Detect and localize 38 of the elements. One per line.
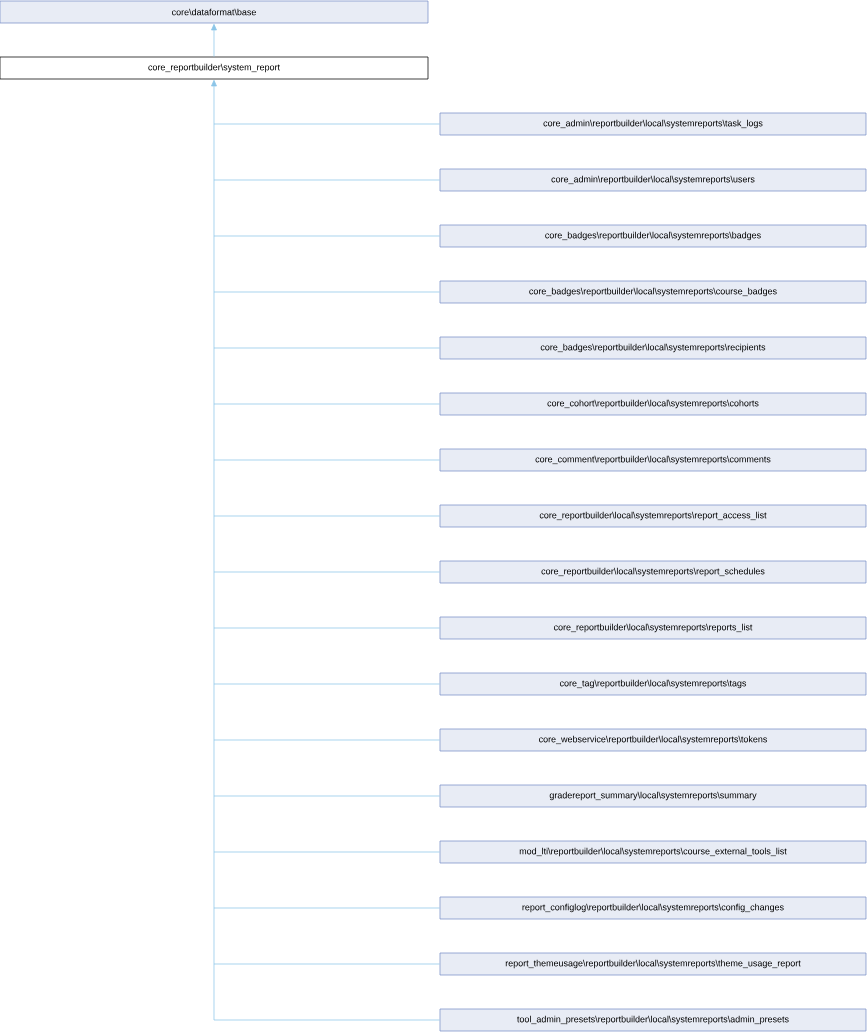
connector-line — [213, 515, 440, 517]
class-box: tool_admin_presets\reportbuilder\local\systemreports\admin_presets — [439, 1008, 867, 1032]
connector-line — [213, 795, 440, 797]
connector-line — [213, 627, 440, 629]
connector-line — [213, 291, 440, 293]
class-box: core_badges\reportbuilder\local\systemreports\badges — [439, 224, 867, 248]
class-box: core_admin\reportbuilder\local\systemreports\users — [439, 168, 867, 192]
class-box: report_themeusage\reportbuilder\local\systemreports\theme_usage_report — [439, 952, 867, 976]
class-box: report_configlog\reportbuilder\local\systemreports\config_changes — [439, 896, 867, 920]
connector-line — [213, 347, 440, 349]
class-box: core_reportbuilder\local\systemreports\report_access_list — [439, 504, 867, 528]
connector-line — [213, 235, 440, 237]
class-box: core_comment\reportbuilder\local\systemreports\comments — [439, 448, 867, 472]
connector-line — [213, 907, 440, 909]
connector-line — [213, 179, 440, 181]
class-box: core_webservice\reportbuilder\local\systemreports\tokens — [439, 728, 867, 752]
class-box: core_cohort\reportbuilder\local\systemreports\cohorts — [439, 392, 867, 416]
class-box: core_badges\reportbuilder\local\systemreports\recipients — [439, 336, 867, 360]
class-box: core_reportbuilder\local\systemreports\report_schedules — [439, 560, 867, 584]
connector-line — [213, 851, 440, 853]
connector-line — [213, 963, 440, 965]
class-box: core_badges\reportbuilder\local\systemreports\course_badges — [439, 280, 867, 304]
connector-line — [213, 123, 440, 125]
class-box: core_reportbuilder\local\systemreports\reports_list — [439, 616, 867, 640]
connector-line — [213, 571, 440, 573]
connector-line — [213, 1019, 440, 1021]
inheritance-arrow — [211, 23, 217, 57]
class-box: core\dataformat\base — [0, 0, 429, 24]
connector-line — [213, 459, 440, 461]
inheritance-arrow — [211, 79, 217, 1021]
connector-line — [213, 739, 440, 741]
class-box: mod_lti\reportbuilder\local\systemreports\course_external_tools_list — [439, 840, 867, 864]
connector-line — [213, 683, 440, 685]
class-box: core_admin\reportbuilder\local\systemreports\task_logs — [439, 112, 867, 136]
class-box: core_tag\reportbuilder\local\systemreports\tags — [439, 672, 867, 696]
connector-line — [213, 403, 440, 405]
class-box: core_reportbuilder\system_report — [0, 56, 429, 80]
class-box: gradereport_summary\local\systemreports\summary — [439, 784, 867, 808]
